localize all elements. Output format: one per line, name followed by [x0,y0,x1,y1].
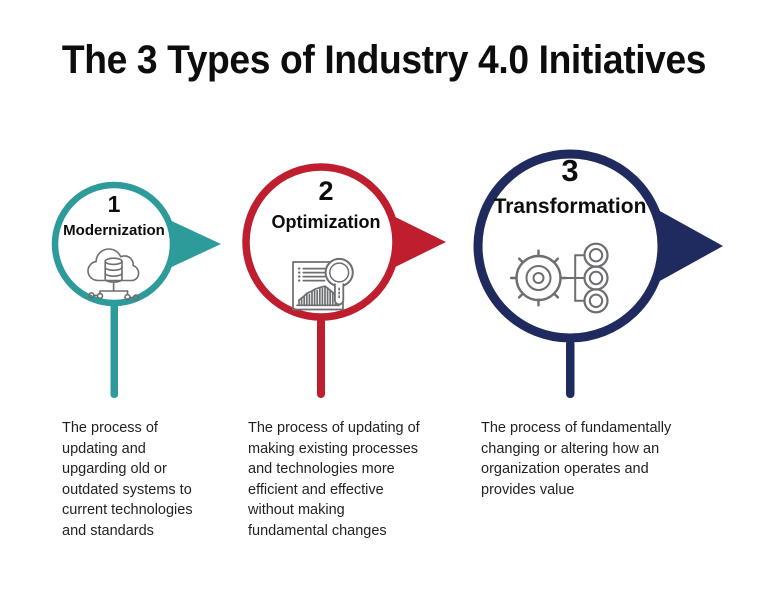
page-title: The 3 Types of Industry 4.0 Initiatives [61,38,707,82]
step-2-stem [317,318,325,398]
step-3-stem [566,340,575,398]
step-2-description: The process of updating of making existi… [248,420,420,539]
step-2-group[interactable] [242,163,446,398]
cloud-database-icon [87,248,140,301]
step-2-circle[interactable] [242,163,400,321]
chart-magnifier-icon [292,257,354,311]
step-3-circle[interactable] [473,149,667,343]
step-3-group[interactable] [473,149,723,398]
step-1-description: The process of updating and upgarding ol… [62,420,193,539]
step-1-circle[interactable] [51,181,177,307]
gear-network-icon [509,242,609,314]
step-1-stem [110,300,118,398]
step-3-description: The process of fundamentally changing or… [481,420,672,498]
step-1-group[interactable] [51,181,221,398]
